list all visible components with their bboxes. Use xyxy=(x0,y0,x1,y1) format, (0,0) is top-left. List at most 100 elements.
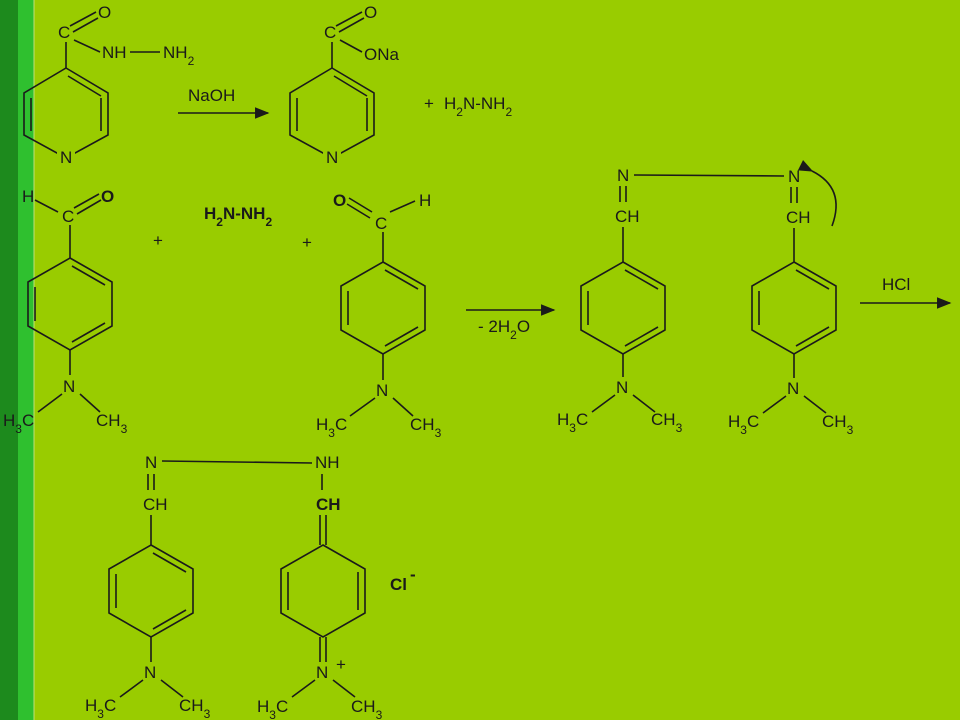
ring-left-inner-2 xyxy=(624,326,659,347)
aldehyde-h-label: H xyxy=(419,191,431,210)
methyl-rl-label: H3C xyxy=(257,697,288,720)
ring-right-inner-2 xyxy=(795,326,830,347)
azine-n-right: N xyxy=(788,167,800,186)
sodium-isonicotinate: O C ONa N xyxy=(289,3,400,167)
methyl-lr-label: CH3 xyxy=(651,410,683,435)
ona-label: ONa xyxy=(364,45,400,64)
plus-sign-1: + xyxy=(153,231,163,250)
azine-ch-left: CH xyxy=(615,207,640,226)
n-methyl-left-bond xyxy=(349,397,376,417)
aldehyde-h-label: H xyxy=(22,187,34,206)
ring-inner-1 xyxy=(71,265,106,286)
n-n-bond xyxy=(633,174,785,177)
ring-n-label: N xyxy=(326,148,338,167)
carbonyl-c-label: C xyxy=(58,23,70,42)
methyl-ll-label: H3C xyxy=(85,696,116,720)
chloride-counterion: Cl xyxy=(390,575,407,594)
ring-left-inner-1 xyxy=(624,269,659,290)
c-o-double-bond-2 xyxy=(346,203,371,219)
sidebar-stripe-dark xyxy=(0,0,18,720)
n-methyl-right-bond xyxy=(79,393,101,413)
amine-n-label: N xyxy=(63,377,75,396)
methyl-rr-label: CH3 xyxy=(822,412,854,437)
amine-n-left: N xyxy=(616,378,628,397)
ring-n-mask xyxy=(57,146,75,166)
aldehyde-c-label: C xyxy=(62,207,74,226)
n-methyl-bond-rl xyxy=(291,679,316,698)
product-ch-left: CH xyxy=(143,495,168,514)
azine-n-left: N xyxy=(617,166,629,185)
hydrazine-byproduct: H2N-NH2 xyxy=(444,94,512,119)
n-methyl-bond-lr xyxy=(632,394,656,413)
methyl-right-label: CH3 xyxy=(410,415,442,440)
electron-shift-arrow xyxy=(797,160,837,227)
ring-inner-1 xyxy=(67,75,102,97)
ring-right-inner-1 xyxy=(795,269,830,290)
reagent-naoh: NaOH xyxy=(188,86,235,105)
ring-inner-1 xyxy=(384,269,419,290)
product-nh-label: NH xyxy=(315,453,340,472)
n-methyl-bond-rr xyxy=(803,395,827,414)
plus-sign-2: + xyxy=(302,233,312,252)
amine-n-label: N xyxy=(376,381,388,400)
n-methyl-right-bond xyxy=(392,397,414,417)
n-n-bond xyxy=(161,460,313,464)
ring-inner-1 xyxy=(152,552,187,573)
ring-inner-2 xyxy=(152,609,187,630)
amine-n-label: N xyxy=(144,663,156,682)
c-o-double-bond-2 xyxy=(72,17,99,33)
iminium-charge: + xyxy=(336,655,346,674)
condition-minus-water: - 2H2O xyxy=(478,317,530,342)
chloride-charge: - xyxy=(410,565,416,584)
n-methyl-bond-rr xyxy=(332,679,356,698)
ring-n-label: N xyxy=(60,148,72,167)
ring-inner-1 xyxy=(333,75,368,97)
c-o-double-bond-2 xyxy=(76,199,102,215)
amine-n-right: N xyxy=(787,379,799,398)
n-methyl-left-bond xyxy=(37,393,63,413)
methyl-rl-label: H3C xyxy=(728,412,759,437)
sidebar-stripe-light xyxy=(18,0,34,720)
methyl-right-label: CH3 xyxy=(96,411,128,436)
c-o-double-bond-2 xyxy=(338,17,365,33)
iminium-n-label: N xyxy=(316,663,328,682)
c-o-double-bond-1 xyxy=(69,11,97,27)
nh2-label: NH2 xyxy=(163,43,195,68)
aldehyde-c-label: C xyxy=(375,214,387,233)
c-o-double-bond-1 xyxy=(335,11,363,27)
n-methyl-bond-lr xyxy=(160,679,184,698)
carbonyl-o-label: O xyxy=(98,3,111,22)
ring-n-mask xyxy=(323,146,341,166)
c-o-double-bond-1 xyxy=(73,193,100,209)
n-methyl-bond-ll xyxy=(119,679,144,698)
ring-inner-2 xyxy=(384,326,419,347)
hydrazine-reagent: H2N-NH2 xyxy=(204,204,272,229)
methyl-left-label: H3C xyxy=(3,411,34,436)
aldehyde-o-label: O xyxy=(333,191,346,210)
ring-inner-2 xyxy=(71,322,106,343)
n-methyl-bond-rl xyxy=(762,395,787,414)
h-c-bond xyxy=(34,199,59,213)
product-ch-right: CH xyxy=(316,495,341,514)
methyl-lr-label: CH3 xyxy=(179,696,211,720)
aldehyde-o-label: O xyxy=(101,187,114,206)
n-methyl-bond-ll xyxy=(591,394,616,413)
carbonyl-c-label: C xyxy=(324,23,336,42)
c-o-double-bond-1 xyxy=(348,197,373,213)
dimethylaminobenzaldehyde-left: H O C N H3C CH3 xyxy=(3,187,128,436)
protonated-dye-product: N NH CH CH N H3C CH3 N + H3C CH3 Cl - xyxy=(85,453,416,722)
methyl-rr-label: CH3 xyxy=(351,697,383,720)
c-h-bond xyxy=(389,200,416,213)
reagent-hcl: HCl xyxy=(882,275,910,294)
carbonyl-o-label: O xyxy=(364,3,377,22)
isonicotinic-hydrazide: O C NH NH2 N xyxy=(23,3,195,167)
nh-label: NH xyxy=(102,43,127,62)
methyl-left-label: H3C xyxy=(316,415,347,440)
quinoid-ring xyxy=(280,544,366,638)
c-n-bond xyxy=(73,39,101,53)
azine-intermediate: N N CH CH N H3C CH3 N H3C CH3 xyxy=(557,160,854,437)
dimethylaminobenzaldehyde-right: O H C N H3C CH3 xyxy=(316,191,442,440)
